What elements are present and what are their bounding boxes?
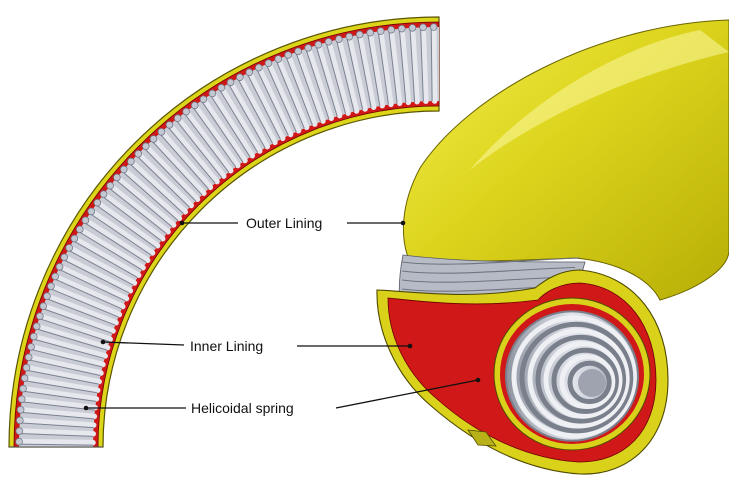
arc-coil-end	[128, 158, 135, 165]
arc-coil-end	[16, 428, 23, 435]
label-helicoidal-spring: Helicoidal spring	[191, 400, 294, 416]
leader-dot-spring-right	[476, 378, 481, 383]
arc-coil-end	[325, 38, 332, 45]
arc-coil-end	[100, 191, 107, 198]
arc-coil-end	[16, 417, 23, 424]
arc-coil-end	[16, 438, 23, 445]
cut-spring-coil	[506, 311, 638, 440]
leader-dot-inner-left	[101, 340, 106, 345]
leader-dot-outer-right	[401, 221, 406, 226]
arc-coil-end	[218, 84, 225, 91]
arc-coil-end	[135, 150, 142, 157]
arc-coil-end	[236, 74, 243, 81]
arc-coil-end	[295, 48, 302, 55]
arc-coil-end	[36, 313, 43, 320]
arc-coil-end	[255, 64, 262, 71]
arc-coil-end	[66, 244, 73, 251]
arc-coil-end	[94, 199, 101, 206]
arc-coil-end	[209, 90, 216, 97]
arc-coil-end	[265, 60, 272, 67]
label-inner-lining: Inner Lining	[190, 338, 263, 354]
arc-coil-end	[30, 333, 37, 340]
arc-coil-end	[71, 235, 78, 242]
arc-coil-end	[107, 182, 114, 189]
arc-coil-end	[346, 33, 353, 40]
arc-coil	[19, 431, 93, 434]
arc-coil-end	[377, 28, 384, 35]
arc-coil-end	[23, 364, 30, 371]
arc-coil-end	[82, 217, 89, 224]
arc-coil	[423, 27, 426, 101]
arc-coil-end	[191, 102, 198, 109]
arc-coil-end	[18, 396, 25, 403]
arc-coil-end	[120, 166, 127, 173]
arc-coil-end	[40, 303, 47, 310]
arc-coil	[19, 442, 93, 443]
arc-coil-end	[150, 136, 157, 143]
leader-dot-spring-left	[84, 406, 89, 411]
arc-coil-end	[142, 143, 149, 150]
arc-coil-end	[76, 226, 83, 233]
label-outer-lining: Outer Lining	[246, 215, 322, 231]
arc-coil-end	[183, 108, 190, 115]
arc-coil-end	[88, 208, 95, 215]
arc-coil-end	[21, 375, 28, 382]
leader-dot-outer-left	[180, 221, 185, 226]
arc-coil-end	[28, 343, 35, 350]
arc-coil-end	[305, 44, 312, 51]
arc-coil-end	[356, 31, 363, 38]
arc-coil-end	[158, 128, 165, 135]
arc-coil-end	[113, 174, 120, 181]
arc-coil-end	[174, 115, 181, 122]
arc-coil-end	[52, 273, 59, 280]
arc-coil-end	[48, 283, 55, 290]
arc-coil-end	[44, 293, 51, 300]
arc-coil-end	[420, 24, 427, 31]
arc-coil-end	[388, 26, 395, 33]
arc-coil-end	[335, 36, 342, 43]
leader-dot-inner-right	[408, 344, 413, 349]
arc-coil-end	[227, 79, 234, 86]
arc-coil-end	[430, 24, 437, 31]
arc-coil-end	[61, 254, 68, 261]
arc-coil-end	[367, 29, 374, 36]
spiral-core	[578, 369, 606, 397]
arc-coil-end	[275, 56, 282, 63]
arc-spring-area	[19, 27, 439, 447]
arc-coil-end	[33, 323, 40, 330]
callout-inner-lining: Inner Lining	[101, 338, 413, 354]
callout-outer-lining: Outer Lining	[180, 215, 406, 231]
arc-coil-end	[56, 263, 63, 270]
arc-coil-end	[17, 406, 24, 413]
arc-coil-end	[25, 354, 32, 361]
arc-coil-end	[398, 25, 405, 32]
arc-section	[9, 17, 439, 447]
arc-coil-end	[315, 41, 322, 48]
arc-coil-end	[246, 69, 253, 76]
arc-coil	[434, 27, 435, 101]
arc-coil-end	[285, 52, 292, 59]
arc-coil-end	[200, 96, 207, 103]
arc-coil-end	[166, 121, 173, 128]
arc-coil-end	[20, 385, 27, 392]
arc-coil-end	[409, 24, 416, 31]
